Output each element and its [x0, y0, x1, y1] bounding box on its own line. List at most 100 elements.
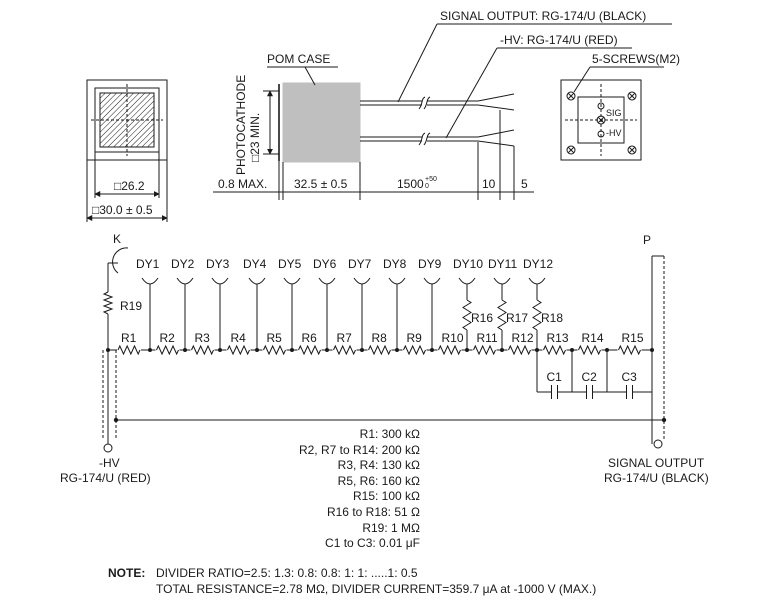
- dynode-label: DY9: [418, 257, 442, 271]
- note-line-1: DIVIDER RATIO=2.5: 1.3: 0.8: 0.8: 1: 1: …: [156, 566, 418, 580]
- photocathode-symbol: [112, 247, 129, 274]
- value-row: R2, R7 to R14: 200 kΩ: [298, 442, 420, 457]
- divider-resistor: [156, 344, 179, 356]
- resistor-label: R1: [121, 331, 137, 345]
- component-values-list: R1: 300 kΩ R2, R7 to R14: 200 kΩ R3, R4:…: [190, 427, 420, 552]
- r19-resistor: [102, 291, 114, 315]
- r19-label: R19: [120, 299, 142, 313]
- signal-cable-circuit-label: RG-174/U (BLACK): [604, 471, 709, 485]
- dim-0-8: 0.8 MAX.: [218, 177, 267, 191]
- dynode-symbol: [528, 277, 546, 285]
- divider-resistor: [403, 344, 426, 356]
- signal-terminal: [653, 439, 663, 449]
- dim-5: 5: [521, 177, 528, 191]
- value-row: R19: 1 MΩ: [362, 520, 420, 535]
- dynode-label: DY12: [523, 257, 553, 271]
- dim-10: 10: [482, 177, 496, 191]
- dynode-symbol: [423, 277, 441, 285]
- note-label: NOTE:: [108, 566, 146, 580]
- dynode-label: DY4: [243, 257, 267, 271]
- divider-resistor: [438, 344, 461, 356]
- dim-32-5: 32.5 ± 0.5: [294, 177, 348, 191]
- divider-resistor: [263, 344, 286, 356]
- resistor-label: R2: [160, 331, 176, 345]
- hv-cable-circuit-label: RG-174/U (RED): [60, 471, 151, 485]
- dim-1500-tol-minus: 0: [425, 183, 429, 190]
- resistor-label: R12: [512, 331, 534, 345]
- side-view: POM CASE PHOTOCATHODE □23 MIN. SIGNAL OU…: [213, 9, 672, 200]
- screws-label: 5-SCREWS(M2): [592, 52, 680, 66]
- hv-cable-label: -HV: RG-174/U (RED): [500, 33, 618, 47]
- value-row: C1 to C3: 0.01 μF: [325, 536, 420, 551]
- resistor-label: R14: [582, 331, 604, 345]
- resistor-label: R10: [442, 331, 464, 345]
- damping-resistor-label: R18: [541, 311, 563, 325]
- cathode-label: K: [113, 232, 121, 246]
- value-row: R3, R4: 130 kΩ: [337, 458, 420, 473]
- front-outer-dim: □30.0 ± 0.5: [92, 203, 153, 217]
- dynode-symbol: [458, 277, 476, 285]
- photocathode-size: □23 MIN.: [248, 113, 262, 162]
- divider-resistor: [298, 344, 321, 356]
- dynode-label: DY3: [206, 257, 230, 271]
- screw-icon: [566, 91, 637, 155]
- dynode-symbol: [248, 277, 266, 285]
- note-line-2: TOTAL RESISTANCE=2.78 MΩ, DIVIDER CURREN…: [156, 582, 597, 596]
- anode-label: P: [643, 233, 651, 247]
- damping-resistor: [462, 299, 472, 331]
- capacitor-label: C1: [547, 370, 563, 384]
- dynode-symbol: [211, 277, 229, 285]
- divider-resistor: [368, 344, 391, 356]
- dynode-symbol: [493, 277, 511, 285]
- resistor-label: R6: [302, 331, 318, 345]
- resistor-label: R15: [622, 331, 644, 345]
- dynode-symbol: [353, 277, 371, 285]
- front-inner-dim: □26.2: [114, 179, 145, 193]
- dynode-label: DY6: [313, 257, 337, 271]
- divider-resistor: [191, 344, 214, 356]
- capacitor-label: C2: [582, 370, 598, 384]
- resistor-label: R5: [267, 331, 283, 345]
- dynode-symbol: [318, 277, 336, 285]
- value-row: R1: 300 kΩ: [359, 427, 420, 441]
- dynode-label: DY10: [453, 257, 483, 271]
- pom-case-label: POM CASE: [267, 52, 330, 66]
- photocathode-label: PHOTOCATHODE: [234, 75, 248, 175]
- capacitor-label: C3: [622, 370, 638, 384]
- divider-resistor: [578, 344, 601, 356]
- resistor-label: R13: [547, 331, 569, 345]
- sig-pin-label: SIG: [606, 108, 622, 118]
- resistor-label: R9: [407, 331, 423, 345]
- hv-terminal: [103, 443, 113, 453]
- divider-resistor: [227, 344, 250, 356]
- damping-resistor-label: R17: [506, 311, 528, 325]
- value-row: R16 to R18: 51 Ω: [326, 504, 420, 519]
- dynode-label: DY7: [348, 257, 372, 271]
- resistor-label: R8: [372, 331, 388, 345]
- dynode-symbol: [283, 277, 301, 285]
- dim-1500-tol-plus: +50: [425, 176, 437, 183]
- resistor-label: R7: [337, 331, 353, 345]
- dynode-symbol: [388, 277, 406, 285]
- damping-resistor: [532, 299, 542, 331]
- dynode-label: DY11: [488, 257, 517, 271]
- divider-resistor: [473, 344, 496, 356]
- divider-resistor: [618, 344, 641, 356]
- dynode-label: DY1: [136, 257, 160, 271]
- dynode-label: DY8: [383, 257, 407, 271]
- signal-output-cable-label: SIGNAL OUTPUT: RG-174/U (BLACK): [440, 9, 646, 23]
- resistor-label: R11: [477, 331, 498, 345]
- value-row: R5, R6: 160 kΩ: [337, 473, 420, 488]
- note-block: NOTE: DIVIDER RATIO=2.5: 1.3: 0.8: 0.8: 1…: [108, 565, 596, 597]
- damping-resistor: [497, 299, 507, 331]
- front-view: □26.2 □30.0 ± 0.5: [86, 79, 168, 222]
- resistor-label: R4: [231, 331, 247, 345]
- hv-label: -HV: [99, 456, 120, 470]
- divider-resistor: [333, 344, 356, 356]
- signal-output-label: SIGNAL OUTPUT: [608, 456, 705, 470]
- divider-resistor: [508, 344, 531, 356]
- dynode-symbol: [141, 277, 159, 285]
- value-row: R15: 100 kΩ: [352, 489, 420, 504]
- damping-resistor-label: R16: [471, 311, 493, 325]
